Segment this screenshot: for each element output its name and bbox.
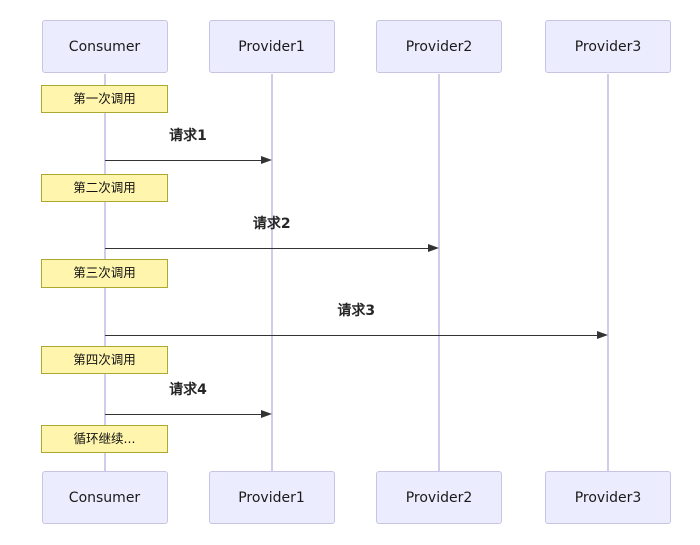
actor-provider3-top-label: Provider3 [574, 38, 642, 55]
actor-provider1-top-label: Provider1 [238, 38, 305, 55]
message-arrow-1 [104, 159, 263, 161]
actor-provider1-bottom: Provider1 [208, 471, 335, 524]
note-loop-continues: 循环继续... [41, 424, 168, 453]
arrowhead-icon-1 [260, 155, 272, 164]
lifeline-provider1 [270, 73, 273, 471]
message-arrow-3 [104, 334, 599, 336]
arrowhead-icon-3 [597, 330, 608, 339]
actor-consumer-bottom: Consumer [41, 471, 168, 524]
actor-provider1-top: Provider1 [208, 20, 335, 73]
actor-provider3-bottom-label: Provider3 [574, 489, 642, 506]
actor-provider2-top-label: Provider2 [405, 38, 473, 55]
actor-provider3-bottom: Provider3 [545, 471, 671, 524]
message-label-4: 请求4 [169, 382, 207, 398]
message-arrow-2 [104, 247, 430, 249]
message-label-1: 请求1 [169, 128, 207, 144]
note-call-2: 第二次调用 [41, 173, 168, 202]
message-arrow-4 [104, 413, 263, 415]
lifeline-provider3 [607, 73, 609, 471]
actor-provider2-bottom-label: Provider2 [405, 489, 473, 506]
note-call-1: 第一次调用 [41, 84, 168, 113]
actor-consumer-top: Consumer [41, 20, 168, 73]
message-label-3: 请求3 [337, 303, 376, 319]
actor-consumer-top-label: Consumer [68, 38, 141, 55]
actor-consumer-bottom-label: Consumer [68, 489, 141, 506]
note-call-4: 第四次调用 [41, 345, 168, 374]
actor-provider2-top: Provider2 [376, 20, 502, 73]
lifeline-provider2 [438, 73, 440, 471]
arrowhead-icon-4 [260, 409, 272, 418]
actor-provider3-top: Provider3 [545, 20, 671, 73]
arrowhead-icon-2 [428, 243, 439, 252]
actor-provider2-bottom: Provider2 [376, 471, 502, 524]
actor-provider1-bottom-label: Provider1 [238, 489, 305, 506]
message-label-2: 请求2 [252, 216, 291, 232]
note-call-3: 第三次调用 [41, 259, 168, 288]
